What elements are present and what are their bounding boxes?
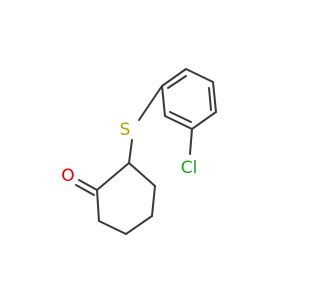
bond-aryl-s	[138, 85, 163, 121]
bond-c-o-1	[78, 179, 98, 191]
bond-cy-1	[128, 162, 156, 187]
bond-cy-4	[98, 220, 127, 235]
bond-ring-5	[164, 115, 193, 130]
bond-ring-double-2	[208, 87, 212, 111]
oxygen-atom-label: O	[61, 166, 74, 186]
sulfur-atom-label: S	[120, 120, 131, 140]
bond-s-ring	[128, 139, 133, 164]
bond-ring-6	[161, 85, 166, 117]
bond-ring-2	[185, 68, 214, 83]
bond-cy-5	[96, 189, 100, 222]
bond-c-o-2	[75, 184, 95, 196]
cyclohexanone-ring	[96, 162, 156, 235]
bond-c-cl	[189, 128, 193, 155]
bond-ring-3	[212, 81, 217, 113]
chlorine-atom-label: Cl	[181, 158, 198, 178]
bond-ring-double-3	[169, 111, 192, 123]
benzene-ring	[161, 68, 217, 130]
chemical-structure-diagram: S Cl O	[61, 68, 217, 235]
bond-ring-double-1	[167, 75, 187, 89]
bond-cy-3	[125, 215, 153, 235]
bond-cy-2	[151, 185, 156, 217]
bond-ring-4	[191, 111, 217, 130]
bond-cy-6	[96, 162, 130, 191]
bond-ring-1	[161, 68, 187, 87]
